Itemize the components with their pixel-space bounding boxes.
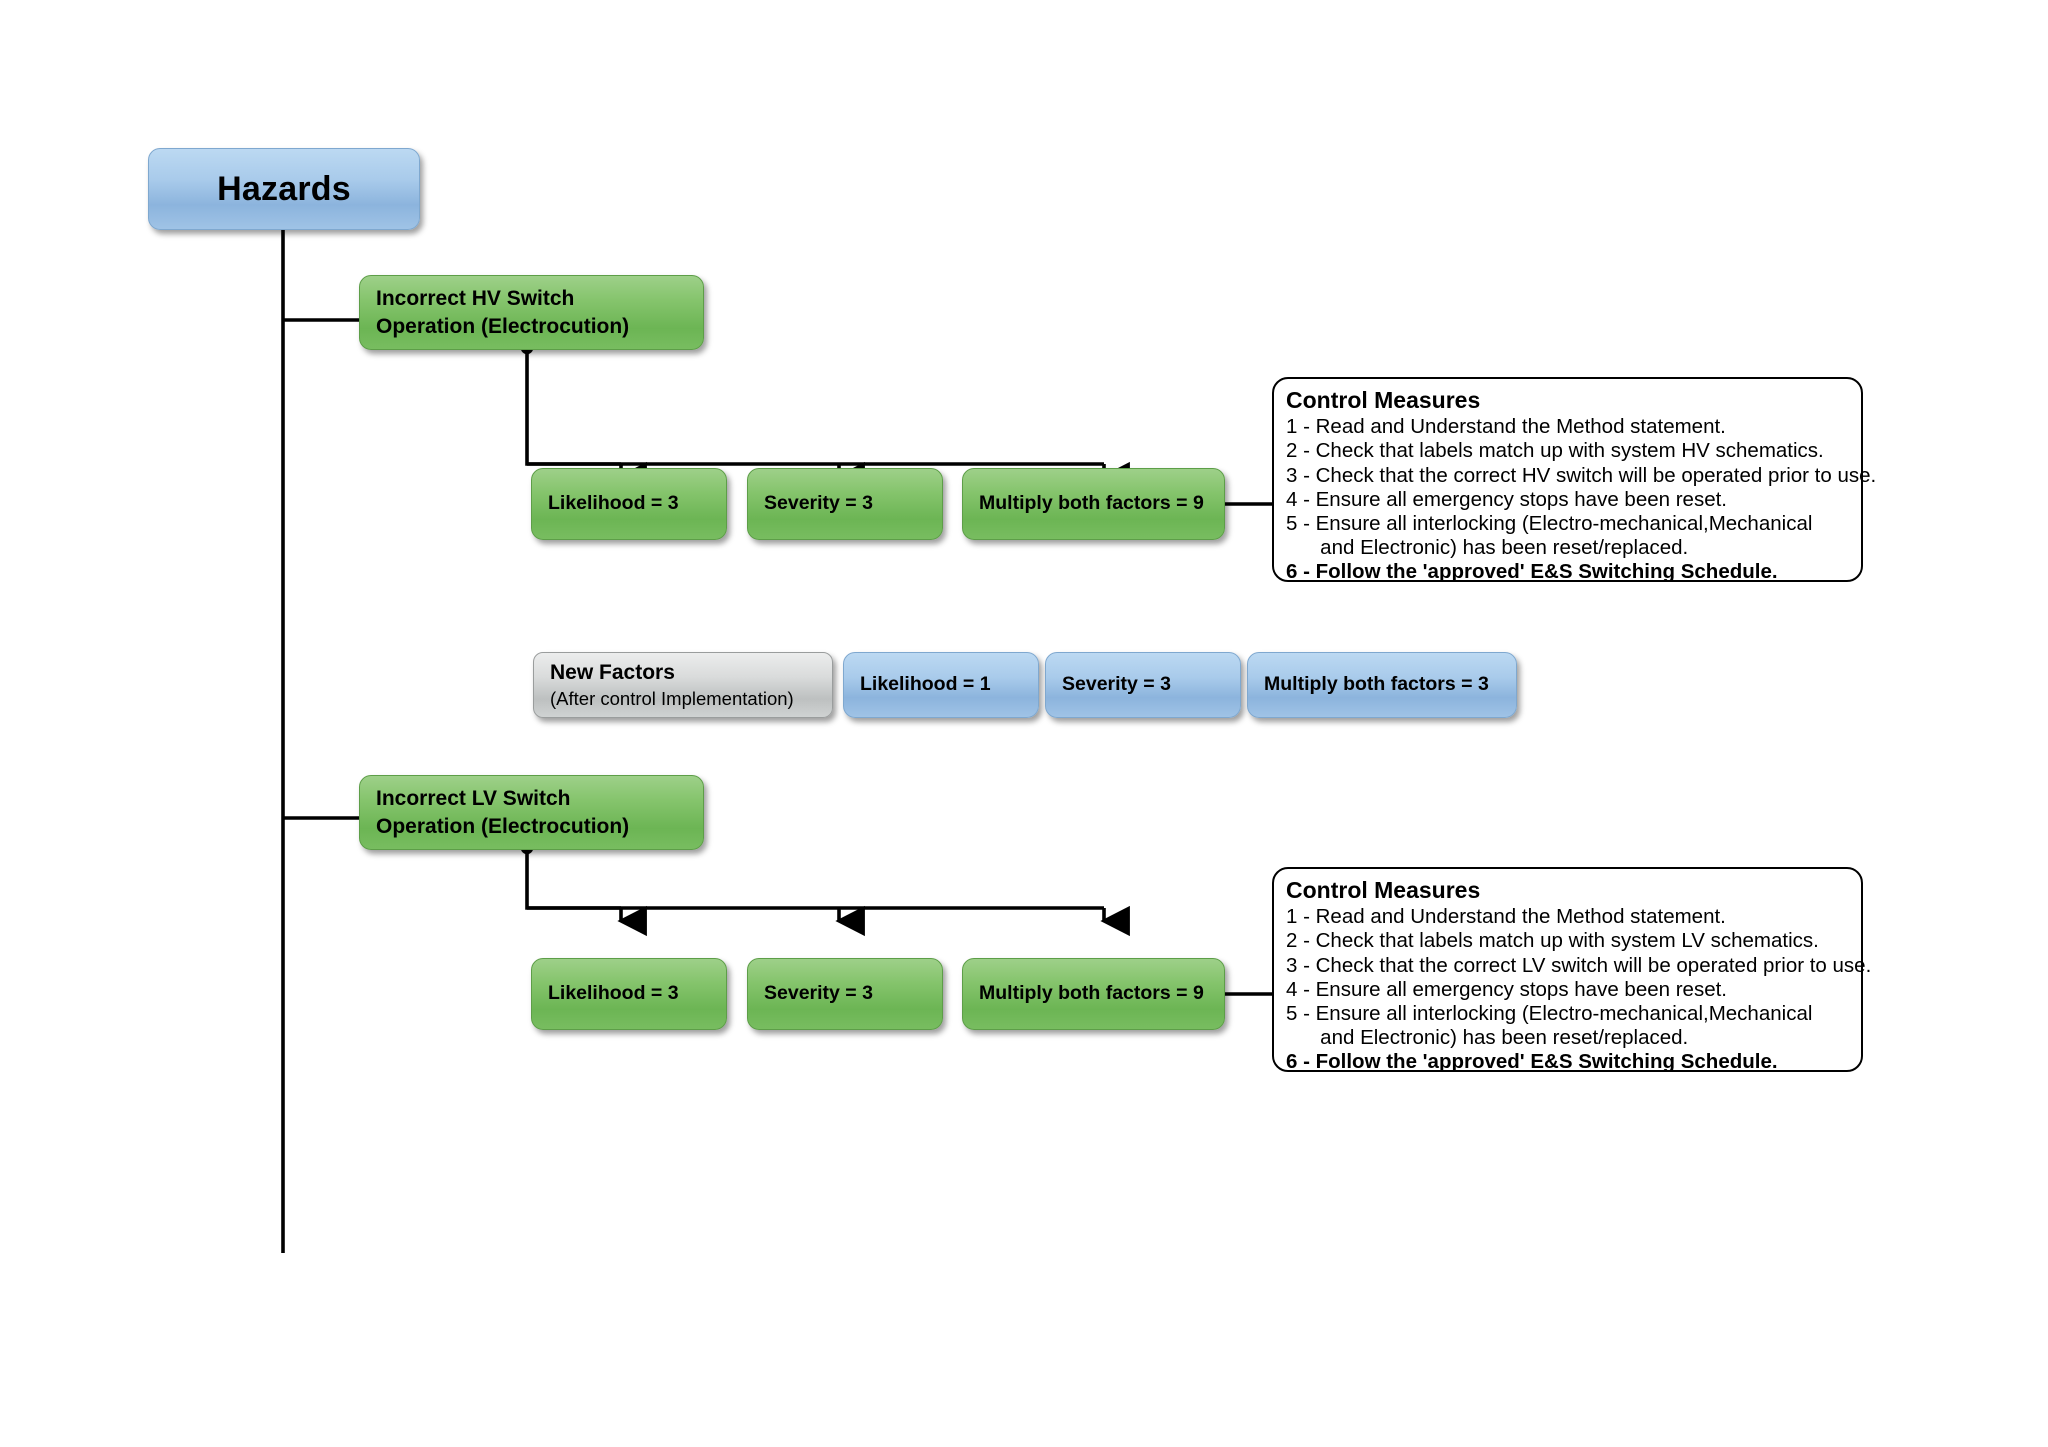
new-factor-node-multiply-label: Multiply both factors = 3 bbox=[1264, 673, 1489, 696]
new-factor-node-likelihood[interactable]: Likelihood = 1 bbox=[843, 652, 1039, 718]
new-factor-node-severity-label: Severity = 3 bbox=[1062, 673, 1171, 696]
control-measure-item: 6 - Follow the 'approved' E&S Switching … bbox=[1286, 560, 1778, 584]
hazard-node-hv[interactable]: Incorrect HV Switch Operation (Electrocu… bbox=[359, 275, 704, 350]
new-factor-node-likelihood-label: Likelihood = 1 bbox=[860, 673, 991, 696]
factor-node-lv-severity-label: Severity = 3 bbox=[764, 982, 873, 1005]
factor-node-lv-multiply[interactable]: Multiply both factors = 9 bbox=[962, 958, 1225, 1030]
control-measure-item: 1 - Read and Understand the Method state… bbox=[1286, 905, 1726, 929]
factor-node-hv-likelihood-label: Likelihood = 3 bbox=[548, 492, 679, 515]
new-factors-header: New Factors (After control Implementatio… bbox=[533, 652, 833, 718]
control-measures-lv-title: Control Measures bbox=[1286, 877, 1481, 903]
hazard-node-lv-line2: Operation (Electrocution) bbox=[376, 814, 630, 838]
factor-node-hv-likelihood[interactable]: Likelihood = 3 bbox=[531, 468, 727, 540]
hazard-node-hv-line2: Operation (Electrocution) bbox=[376, 314, 630, 338]
factor-node-hv-multiply-label: Multiply both factors = 9 bbox=[979, 492, 1204, 515]
control-measures-panel-hv: Control Measures 1 - Read and Understand… bbox=[1272, 377, 1877, 584]
new-factors-subtitle: (After control Implementation) bbox=[550, 687, 794, 709]
control-measures-hv-title: Control Measures bbox=[1286, 387, 1481, 413]
control-measure-item: 6 - Follow the 'approved' E&S Switching … bbox=[1286, 1050, 1778, 1074]
factor-node-lv-severity[interactable]: Severity = 3 bbox=[747, 958, 943, 1030]
control-measure-item: 2 - Check that labels match up with syst… bbox=[1286, 929, 1819, 953]
factor-node-lv-multiply-label: Multiply both factors = 9 bbox=[979, 982, 1204, 1005]
new-factors-title: New Factors bbox=[550, 661, 675, 685]
control-measure-item: 4 - Ensure all emergency stops have been… bbox=[1286, 977, 1727, 1001]
factor-node-hv-severity[interactable]: Severity = 3 bbox=[747, 468, 943, 540]
factor-node-hv-multiply[interactable]: Multiply both factors = 9 bbox=[962, 468, 1225, 540]
hazard-node-hv-line1: Incorrect HV Switch bbox=[376, 286, 575, 310]
control-measure-item: 5 - Ensure all interlocking (Electro-mec… bbox=[1286, 511, 1813, 535]
control-measure-item: 4 - Ensure all emergency stops have been… bbox=[1286, 487, 1727, 511]
control-measure-item: 1 - Read and Understand the Method state… bbox=[1286, 415, 1726, 439]
hazards-root-label: Hazards bbox=[217, 169, 351, 208]
factor-node-hv-severity-label: Severity = 3 bbox=[764, 492, 873, 515]
hazard-node-lv[interactable]: Incorrect LV Switch Operation (Electrocu… bbox=[359, 775, 704, 850]
hazards-root-node[interactable]: Hazards bbox=[148, 148, 420, 230]
new-factor-node-severity[interactable]: Severity = 3 bbox=[1045, 652, 1241, 718]
control-measures-panel-lv: Control Measures 1 - Read and Understand… bbox=[1272, 867, 1872, 1074]
factor-node-lv-likelihood-label: Likelihood = 3 bbox=[548, 982, 679, 1005]
control-measure-item: and Electronic) has been reset/replaced. bbox=[1286, 536, 1689, 560]
new-factor-node-multiply[interactable]: Multiply both factors = 3 bbox=[1247, 652, 1517, 718]
factor-node-lv-likelihood[interactable]: Likelihood = 3 bbox=[531, 958, 727, 1030]
control-measure-item: and Electronic) has been reset/replaced. bbox=[1286, 1026, 1689, 1050]
control-measure-item: 3 - Check that the correct LV switch wil… bbox=[1286, 953, 1872, 977]
hazard-node-lv-line1: Incorrect LV Switch bbox=[376, 786, 571, 810]
control-measure-item: 5 - Ensure all interlocking (Electro-mec… bbox=[1286, 1001, 1813, 1025]
control-measure-item: 2 - Check that labels match up with syst… bbox=[1286, 439, 1824, 463]
control-measure-item: 3 - Check that the correct HV switch wil… bbox=[1286, 463, 1877, 487]
